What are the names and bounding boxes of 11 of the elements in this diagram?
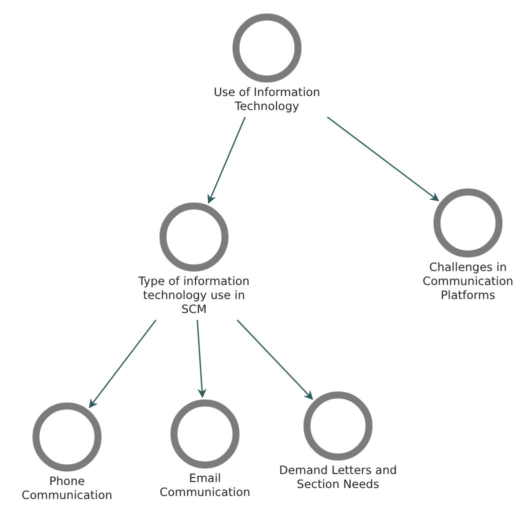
node-label: Challenges in Communication Platforms — [422, 260, 514, 302]
arrow — [326, 116, 440, 202]
arrow — [88, 320, 156, 408]
node-label: Demand Letters and Section Needs — [278, 463, 398, 491]
arrow — [208, 116, 246, 204]
node-label: Email Communication — [158, 471, 252, 499]
arrow — [236, 320, 314, 400]
node-label: Phone Communication — [20, 474, 114, 502]
node-label: Use of Information Technology — [212, 85, 322, 113]
node-label: Type of information technology use in SCM — [137, 274, 251, 316]
arrow — [196, 320, 206, 398]
